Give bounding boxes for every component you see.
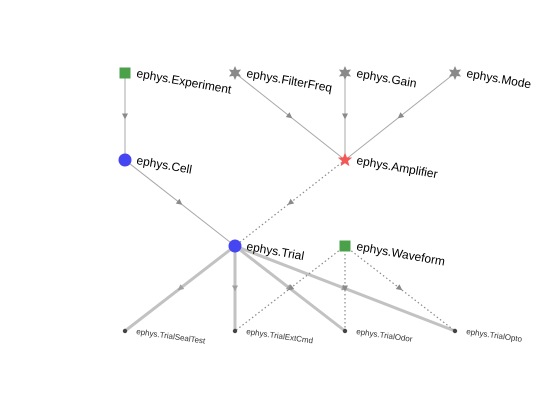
edge-trial-to-extcmd	[232, 246, 238, 331]
node-filterfreq[interactable]	[228, 66, 242, 80]
arrowhead-icon	[285, 112, 293, 119]
edge-amplifier-to-trial	[234, 159, 346, 247]
node-extcmd[interactable]	[232, 328, 238, 334]
node-experiment[interactable]	[119, 67, 131, 79]
node-sealtest[interactable]	[122, 328, 128, 334]
arrowhead-icon	[232, 285, 238, 292]
gray-star-icon	[338, 66, 352, 80]
arrowhead-icon	[175, 198, 183, 205]
edge-experiment-to-cell	[122, 73, 128, 160]
green-square-icon	[119, 67, 131, 79]
node-mode[interactable]	[448, 66, 462, 80]
blue-circle-icon	[228, 239, 242, 253]
gray-star-icon	[228, 66, 242, 80]
green-square-icon	[339, 240, 351, 252]
arrowhead-icon	[287, 284, 295, 291]
node-amplifier[interactable]	[337, 152, 353, 167]
arrowhead-icon	[122, 113, 128, 120]
blue-circle-icon	[118, 153, 132, 167]
node-waveform[interactable]	[339, 240, 351, 252]
edge-waveform-to-odor	[342, 246, 348, 331]
edge-cell-to-trial	[124, 159, 236, 247]
node-odor[interactable]	[342, 328, 348, 334]
arrowhead-icon	[177, 284, 185, 291]
red-star-icon	[337, 152, 353, 167]
node-trial[interactable]	[228, 239, 242, 253]
small-dot-icon	[232, 328, 238, 334]
arrowhead-icon	[395, 284, 403, 291]
edge-trial-to-sealtest	[124, 244, 236, 333]
edge-gain-to-amplifier	[342, 73, 348, 160]
small-dot-icon	[452, 328, 458, 334]
arrowhead-icon	[397, 112, 405, 119]
edges-layer	[122, 72, 456, 333]
nodes-layer	[118, 66, 462, 334]
edge-waveform-to-opto	[344, 245, 456, 332]
arrowhead-icon	[342, 113, 348, 120]
edge-waveform-to-extcmd	[234, 245, 346, 332]
edge-line	[234, 159, 346, 247]
node-gain[interactable]	[338, 66, 352, 80]
node-cell[interactable]	[118, 153, 132, 167]
edge-mode-to-amplifier	[344, 72, 456, 161]
arrowhead-icon	[342, 285, 348, 292]
edge-filterfreq-to-amplifier	[234, 72, 346, 161]
arrowhead-icon	[287, 198, 295, 205]
node-opto[interactable]	[452, 328, 458, 334]
gray-star-icon	[448, 66, 462, 80]
small-dot-icon	[342, 328, 348, 334]
small-dot-icon	[122, 328, 128, 334]
